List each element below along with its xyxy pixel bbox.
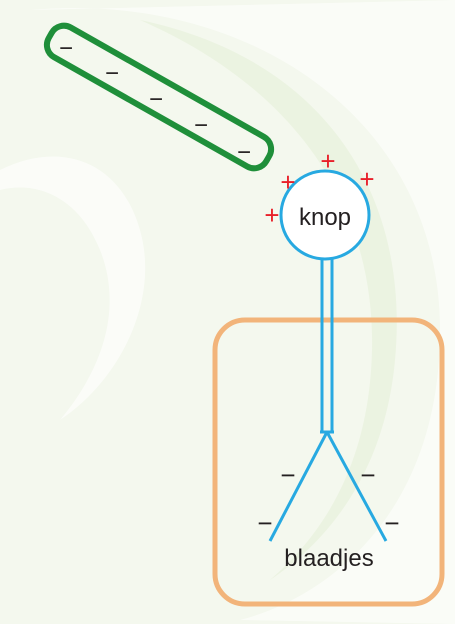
rod-negative-charge: − — [105, 60, 119, 87]
knob-positive-charge: + — [320, 146, 335, 176]
leaf-negative-charge: − — [280, 460, 295, 490]
rod-negative-charge: − — [237, 139, 251, 166]
leaf-negative-charge: − — [360, 460, 375, 490]
charged-rod: − − − − − — [43, 22, 275, 172]
knob-positive-charge: + — [280, 167, 295, 197]
leaf-right — [325, 431, 388, 542]
electroscope-enclosure — [212, 317, 445, 607]
rod-body — [43, 22, 275, 172]
watermark-arc — [30, 0, 455, 624]
leaf-charges: − − − − — [257, 460, 399, 538]
leaf-negative-charge: − — [384, 508, 399, 538]
leaf-left — [268, 431, 329, 542]
knob-label: knop — [299, 204, 351, 231]
knob-positive-charge: + — [359, 164, 374, 194]
rod-negative-charge: − — [59, 35, 73, 62]
knob — [279, 169, 371, 261]
watermark-left-arc — [0, 156, 146, 420]
rod-negative-charge: − — [194, 112, 208, 139]
leaves-label: blaadjes — [284, 545, 373, 572]
watermark-inner-arc — [140, 20, 397, 580]
knob-positive-charge: + — [264, 200, 279, 230]
rod-negative-charge: − — [149, 86, 163, 113]
knob-charges: + + + + — [264, 146, 374, 230]
leaf-negative-charge: − — [257, 508, 272, 538]
electroscope: knop — [268, 169, 388, 542]
